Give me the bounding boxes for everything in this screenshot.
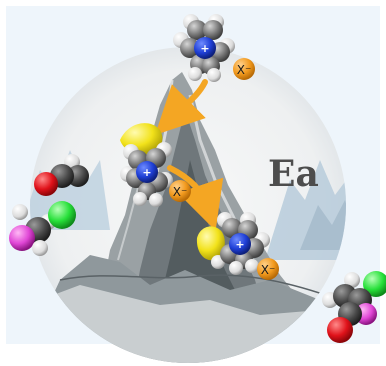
halogen-atom — [9, 225, 35, 251]
nitrogen-atom — [136, 161, 158, 183]
anion-label: X⁻ — [261, 263, 276, 277]
cation-charge: + — [200, 42, 209, 55]
anion-label: X⁻ — [237, 63, 252, 77]
anion-middle: X⁻ — [169, 180, 191, 202]
anion-label: X⁻ — [173, 185, 188, 199]
reaction-arrow-1 — [155, 79, 208, 135]
halogen-molecule-left — [9, 201, 76, 256]
chlorine-atom — [363, 271, 386, 297]
anion-top: X⁻ — [233, 58, 255, 80]
nitrogen-atom — [194, 37, 216, 59]
reaction-arrow-2 — [167, 165, 224, 231]
pyridinium-cation-top: + — [173, 14, 235, 82]
cation-charge: + — [235, 238, 244, 251]
chlorine-atom — [48, 201, 76, 229]
bond-highlight — [196, 226, 225, 261]
oxygen-atom — [34, 172, 58, 196]
oxygen-atom — [327, 317, 353, 343]
cation-charge: + — [142, 166, 151, 179]
product-molecule-right — [322, 271, 386, 343]
carbonyl-molecule-left — [34, 154, 89, 196]
activation-energy-label: Ea — [268, 153, 319, 195]
anion-bottom: X⁻ — [257, 258, 279, 280]
product-cation: + — [196, 212, 270, 275]
nitrogen-atom — [229, 233, 251, 255]
transition-state-cation: + — [120, 123, 173, 207]
